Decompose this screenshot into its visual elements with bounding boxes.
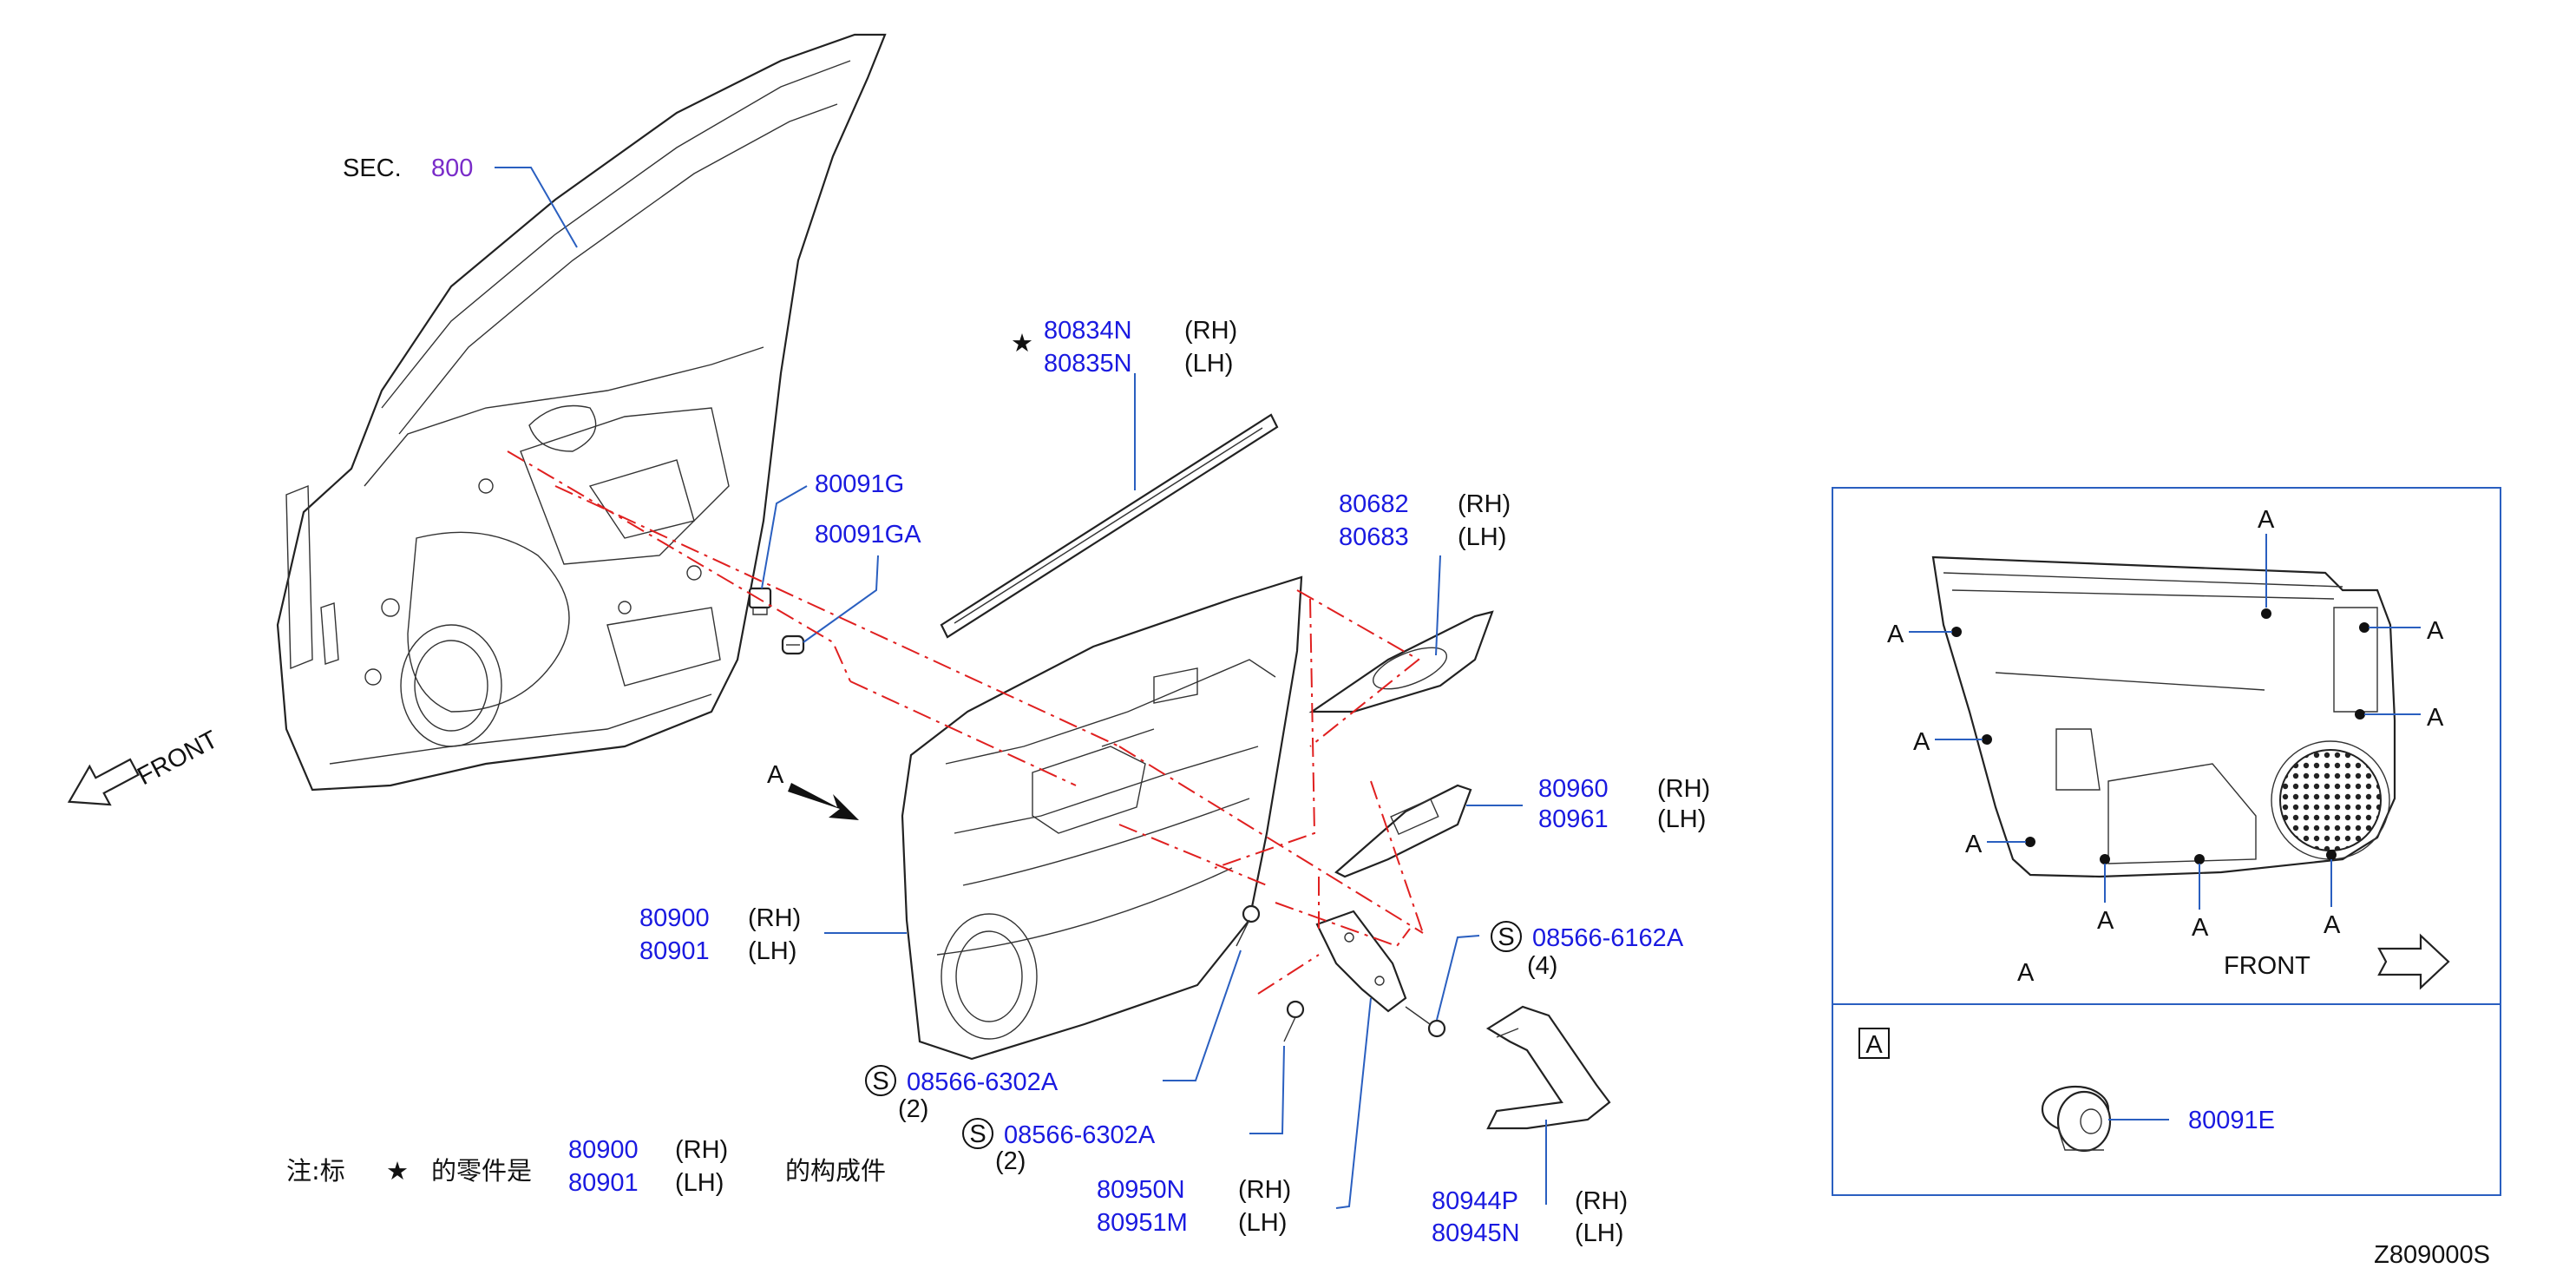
- bracket-leader: [1335, 997, 1372, 1209]
- part-number-80683[interactable]: 80683: [1339, 523, 1409, 551]
- note-middle: 的零件是: [431, 1156, 532, 1186]
- inset-clip-label: A: [2097, 907, 2114, 935]
- section-number-link[interactable]: 800: [431, 154, 473, 182]
- screw-icon: [1405, 1006, 1446, 1038]
- note-part-80900[interactable]: 80900: [568, 1136, 639, 1164]
- part-number-80900-trim[interactable]: 80900: [639, 904, 710, 932]
- moulding-lh-label: (LH): [1184, 350, 1233, 378]
- inset-front-label: FRONT: [2224, 952, 2311, 980]
- clip-ga-leader: [803, 555, 879, 643]
- part-number-80682[interactable]: 80682: [1339, 490, 1409, 518]
- screw-c-qty: (2): [995, 1147, 1026, 1175]
- inset-view-label: A: [2017, 959, 2035, 987]
- part-number-08566-6302a-upper[interactable]: 08566-6302A: [907, 1068, 1059, 1096]
- screw-b-qty: (2): [898, 1095, 928, 1123]
- part-number-80834n[interactable]: 80834N: [1044, 317, 1132, 345]
- part-number-08566-6302a-lower[interactable]: 08566-6302A: [1004, 1121, 1156, 1149]
- part-number-80091ga[interactable]: 80091GA: [815, 521, 921, 549]
- note-lh-label: (LH): [675, 1169, 724, 1197]
- note-star-icon: ★: [386, 1158, 409, 1186]
- trim-upper-leader: [1435, 555, 1441, 656]
- part-number-80944p[interactable]: 80944P: [1432, 1187, 1518, 1215]
- note-suffix: 的构成件: [785, 1156, 886, 1186]
- door-trim-lh-label: (LH): [748, 937, 796, 965]
- bracket-80950n: [1315, 910, 1407, 1013]
- inset-clip-leaders: [1909, 534, 2421, 910]
- clip-80091e-icon: [2041, 1085, 2112, 1153]
- inset-clip-label: A: [1887, 621, 1904, 648]
- trim-upper-rh-label: (RH): [1458, 490, 1511, 518]
- switch-finisher-lh-label: (LH): [1657, 805, 1706, 833]
- note-part-80901[interactable]: 80901: [568, 1169, 639, 1197]
- screw-a-qty: (4): [1527, 952, 1557, 980]
- inset-front-arrow-icon: [2377, 933, 2450, 990]
- phantom-lines: [507, 450, 1424, 995]
- screw-b-leader: [1163, 950, 1242, 1081]
- inset-clip-label: A: [2324, 911, 2341, 939]
- view-arrow-icon: [788, 783, 859, 820]
- part-number-80961[interactable]: 80961: [1538, 805, 1609, 833]
- part-number-80835n[interactable]: 80835N: [1044, 350, 1132, 378]
- detail-tag-label: A: [1865, 1031, 1883, 1059]
- front-direction-arrow: [67, 758, 140, 806]
- part-number-80960[interactable]: 80960: [1538, 775, 1609, 803]
- screw-icon: [1236, 904, 1261, 947]
- door-inner-panel: [276, 33, 887, 792]
- inset-clip-label: A: [2192, 914, 2209, 942]
- pull-handle-finisher: [1485, 1005, 1611, 1130]
- note-rh-label: (RH): [675, 1136, 728, 1164]
- screw-c-leader: [1249, 1045, 1285, 1134]
- part-number-80951m[interactable]: 80951M: [1097, 1209, 1188, 1237]
- bracket-lh-label: (LH): [1238, 1209, 1287, 1237]
- front-label: FRONT: [133, 726, 222, 791]
- pull-handle-rh-label: (RH): [1575, 1187, 1628, 1215]
- door-trim-panel: [901, 575, 1303, 1061]
- part-number-80950n[interactable]: 80950N: [1097, 1176, 1185, 1204]
- part-number-80945n[interactable]: 80945N: [1432, 1219, 1520, 1247]
- screw-icon: [1283, 1000, 1305, 1042]
- screw-b-symbol: S: [872, 1068, 888, 1095]
- diagram-code: Z809000S: [2374, 1241, 2490, 1269]
- screw-symbol-icon: [1491, 921, 1522, 952]
- door-moulding-strip: [940, 413, 1279, 639]
- detail-tag-box: [1858, 1028, 1890, 1059]
- screw-c-symbol: S: [969, 1120, 986, 1148]
- inset-frame: [1832, 487, 2501, 1196]
- inset-clip-label: A: [1913, 728, 1930, 756]
- switch-finisher: [1334, 784, 1472, 878]
- view-a-marker: A: [767, 761, 784, 789]
- trim-upper-lh-label: (LH): [1458, 523, 1506, 551]
- bracket-rh-label: (RH): [1238, 1176, 1291, 1204]
- inset-clip-label: A: [1965, 831, 1983, 858]
- part-number-08566-6162a[interactable]: 08566-6162A: [1532, 924, 1684, 952]
- pull-handle-lh-label: (LH): [1575, 1219, 1623, 1247]
- section-leader: [495, 167, 578, 248]
- door-trim-rh-label: (RH): [748, 904, 801, 932]
- screw-symbol-icon: [962, 1118, 993, 1149]
- clip-80091ga-icon: [781, 634, 805, 655]
- inset-clip-label: A: [2427, 704, 2444, 732]
- note-prefix: 注:标: [286, 1156, 345, 1186]
- clip-80091g-icon: [748, 587, 772, 615]
- inset-clip-points: [1951, 608, 2370, 864]
- star-marker-icon: ★: [1011, 330, 1033, 358]
- clip-g-leader: [761, 485, 808, 589]
- part-number-80091g[interactable]: 80091G: [815, 470, 904, 498]
- door-trim-upper-finisher: [1308, 610, 1494, 713]
- switch-finisher-rh-label: (RH): [1657, 775, 1710, 803]
- moulding-rh-label: (RH): [1184, 317, 1237, 345]
- screw-a-leader: [1436, 935, 1480, 1021]
- section-prefix: SEC.: [343, 154, 402, 182]
- screw-symbol-icon: [865, 1065, 896, 1096]
- inset-clip-label: A: [2427, 617, 2444, 645]
- part-number-80091e[interactable]: 80091E: [2188, 1107, 2275, 1134]
- screw-a-symbol: S: [1498, 923, 1514, 951]
- inset-clip-label: A: [2258, 506, 2275, 534]
- part-number-80901-trim[interactable]: 80901: [639, 937, 710, 965]
- inset-door-trim-rear-view: [1931, 555, 2396, 878]
